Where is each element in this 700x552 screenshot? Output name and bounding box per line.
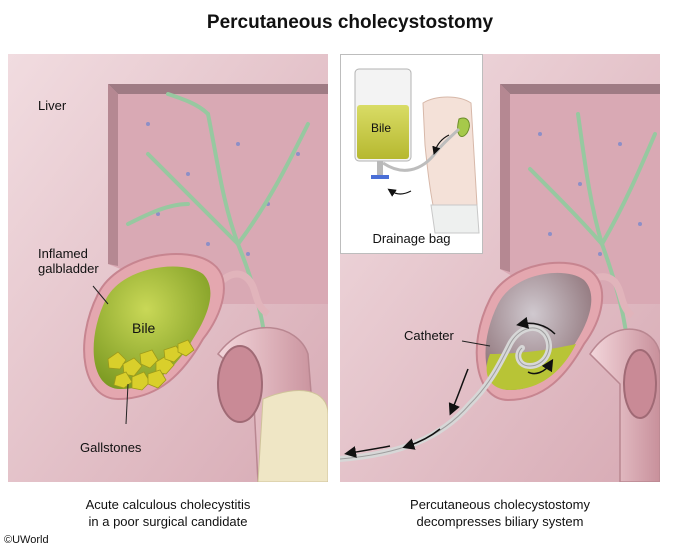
patient-torso (422, 96, 478, 206)
liver-tissue-dots (538, 132, 642, 256)
liver-cutaway (500, 84, 660, 304)
left-panel: Liver Inflamed galbladder Bile Gallstone… (8, 54, 328, 482)
bag-valve (371, 175, 389, 179)
duodenum-lumen (623, 349, 657, 419)
gallbladder-label: Inflamed galbladder (38, 246, 99, 276)
left-caption: Acute calculous cholecystitis in a poor … (8, 496, 328, 530)
gallstones-label: Gallstones (80, 440, 142, 455)
inset-arrows (387, 134, 450, 197)
catheter-leader-line (461, 340, 491, 347)
right-panel: Catheter (340, 54, 660, 482)
drainage-bag-illustration (354, 68, 480, 234)
duodenum-lumen (217, 345, 263, 423)
drainage-bag-inset: Bile Drainage bag (340, 54, 483, 254)
inset-caption: Drainage bag (372, 231, 451, 246)
drainage-arrows (344, 316, 556, 458)
patient-garment (430, 204, 480, 234)
bile-label: Bile (132, 320, 156, 336)
left-caption-line1: Acute calculous cholecystitis (85, 497, 251, 512)
liver-label: Liver (38, 98, 67, 113)
gallstones (107, 339, 195, 391)
left-illustration (8, 54, 328, 482)
figure-title: Percutaneous cholecystostomy (206, 12, 494, 33)
liver-cutaway (108, 84, 328, 304)
catheter-label: Catheter (404, 328, 454, 343)
right-caption: Percutaneous cholecystostomy decompresse… (340, 496, 660, 530)
leader-lines (92, 285, 129, 425)
left-caption-line2: in a poor surgical candidate (88, 514, 248, 529)
inset-bile-label: Bile (371, 121, 392, 135)
copyright-notice: ©UWorld (4, 534, 49, 546)
right-caption-line2: decompresses biliary system (416, 514, 584, 529)
bag-bile-fill (357, 105, 409, 159)
pancreas (257, 390, 328, 482)
right-caption-line1: Percutaneous cholecystostomy (410, 497, 590, 512)
